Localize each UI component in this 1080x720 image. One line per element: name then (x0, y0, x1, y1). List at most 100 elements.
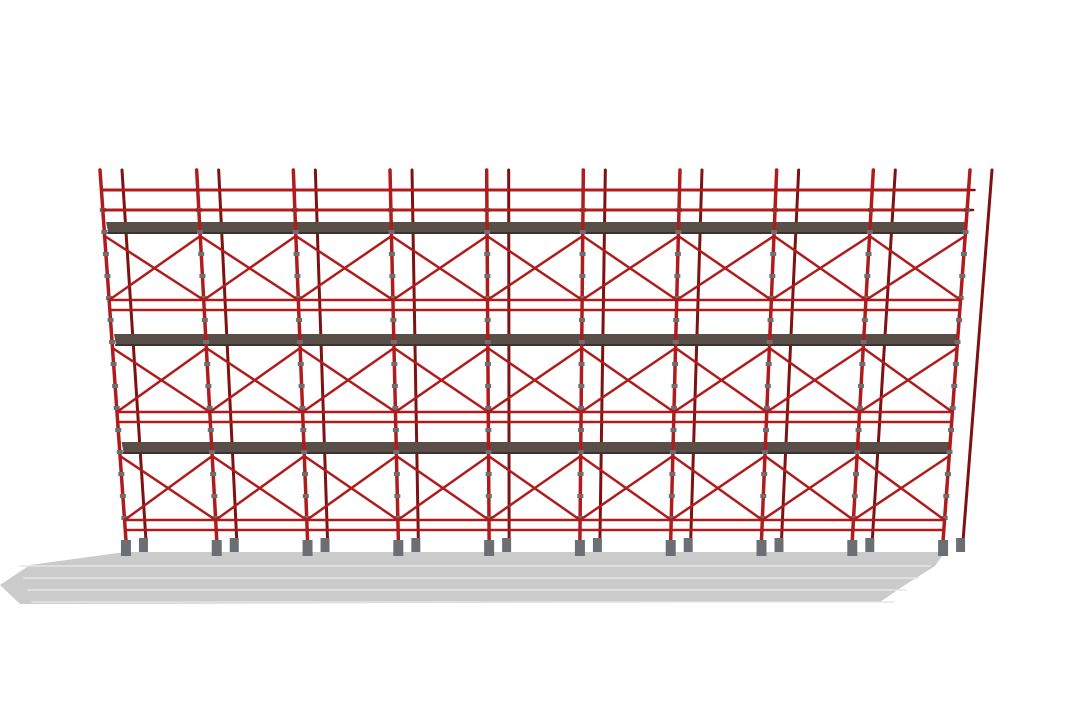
coupler (484, 274, 491, 278)
coupler (296, 340, 303, 344)
cross-brace (305, 454, 398, 522)
coupler (206, 406, 213, 410)
base-jack (774, 538, 784, 552)
coupler (962, 230, 969, 234)
coupler (672, 362, 679, 366)
base-jack (502, 538, 512, 552)
cross-brace (115, 346, 208, 414)
coupler (212, 516, 219, 520)
coupler (671, 384, 678, 388)
coupler (579, 230, 586, 234)
coupler (759, 516, 766, 520)
coupler (762, 450, 769, 454)
coupler (204, 362, 211, 366)
base-jack (956, 538, 966, 552)
coupler (948, 428, 955, 432)
coupler (861, 318, 868, 322)
coupler (202, 340, 209, 344)
base-jack (211, 540, 222, 556)
cross-brace (770, 234, 871, 302)
coupler (484, 252, 491, 256)
coupler (295, 296, 302, 300)
coupler (484, 362, 491, 366)
coupler (858, 384, 865, 388)
coupler (941, 516, 948, 520)
coupler (390, 318, 397, 322)
coupler (855, 428, 862, 432)
coupler (301, 450, 308, 454)
coupler (578, 340, 585, 344)
coupler (850, 516, 857, 520)
cross-brace (391, 234, 489, 302)
coupler (577, 494, 584, 498)
base-jack (411, 538, 421, 552)
coupler (579, 296, 586, 300)
coupler (388, 230, 395, 234)
coupler (579, 274, 586, 278)
coupler (866, 230, 873, 234)
coupler (674, 274, 681, 278)
cross-brace (301, 346, 396, 414)
coupler (484, 340, 491, 344)
coupler (293, 252, 300, 256)
coupler (485, 406, 492, 410)
coupler (109, 340, 116, 344)
coupler (393, 472, 400, 476)
coupler (853, 472, 860, 476)
coupler (668, 516, 675, 520)
cross-brace (487, 454, 582, 522)
coupler (859, 362, 866, 366)
coupler (102, 252, 109, 256)
coupler (121, 516, 128, 520)
coupler (673, 296, 680, 300)
cross-brace (486, 234, 584, 302)
coupler (292, 230, 299, 234)
coupler (761, 472, 768, 476)
coupler (302, 472, 309, 476)
coupler (672, 340, 679, 344)
coupler (105, 296, 112, 300)
coupler (296, 318, 303, 322)
base-jack (756, 540, 767, 556)
coupler (389, 296, 396, 300)
base-jack (320, 538, 330, 552)
coupler (577, 428, 584, 432)
coupler (952, 362, 959, 366)
coupler (673, 318, 680, 322)
coupler (485, 450, 492, 454)
coupler (860, 340, 867, 344)
coupler (485, 384, 492, 388)
base-jack (484, 540, 495, 556)
coupler (765, 362, 772, 366)
coupler (944, 472, 951, 476)
coupler (392, 428, 399, 432)
coupler (107, 318, 114, 322)
coupler (485, 516, 492, 520)
coupler (960, 252, 967, 256)
coupler (578, 384, 585, 388)
cross-brace (123, 454, 214, 522)
cross-brace (858, 346, 959, 414)
cross-brace (578, 454, 675, 522)
coupler (865, 252, 872, 256)
coupler (198, 252, 205, 256)
coupler (484, 296, 491, 300)
coupler (485, 428, 492, 432)
ground-shadow (0, 552, 945, 604)
coupler (104, 274, 111, 278)
base-jack (574, 540, 585, 556)
coupler (484, 230, 491, 234)
cross-brace (669, 454, 767, 522)
coupler (118, 472, 125, 476)
base-jack (938, 540, 949, 556)
cross-brace (672, 346, 771, 414)
coupler (951, 384, 958, 388)
coupler (770, 252, 777, 256)
coupler (297, 362, 304, 366)
coupler (771, 230, 778, 234)
coupler (763, 406, 770, 410)
coupler (675, 230, 682, 234)
coupler (389, 274, 396, 278)
cross-brace (107, 234, 202, 302)
